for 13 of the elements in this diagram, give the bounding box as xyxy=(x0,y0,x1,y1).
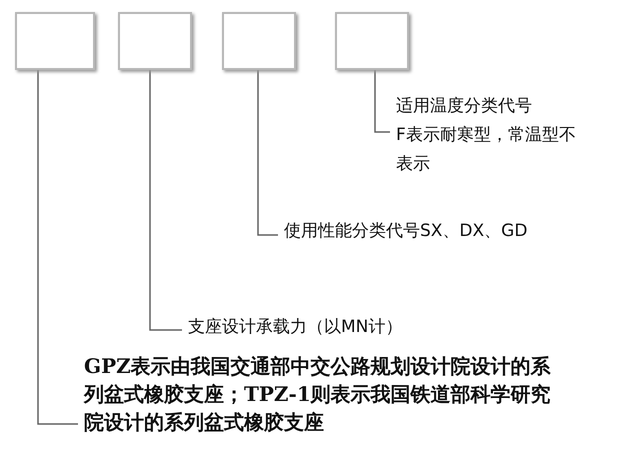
annotation-text: 支座设计承载力（以MN计） xyxy=(188,316,404,339)
empty-box xyxy=(222,12,296,70)
leader-line xyxy=(149,70,182,331)
empty-box xyxy=(15,12,95,70)
annotation-text: 使用性能分类代号SX、DX、GD xyxy=(284,220,528,243)
empty-box xyxy=(118,12,192,70)
leader-line xyxy=(37,70,78,425)
leader-line xyxy=(374,70,390,133)
annotation-heading: 适用温度分类代号 xyxy=(396,95,533,118)
leader-line xyxy=(257,70,278,236)
annotation-text: GPZ表示由我国交通部中交公路规划设计院设计的系列盆式橡胶支座；TPZ-1则表示我国铁道部科学研究院设计的系列盆式橡胶支座 xyxy=(84,353,552,436)
empty-box xyxy=(335,12,409,70)
annotation-text: F表示耐寒型，常温型不表示 xyxy=(396,124,576,176)
